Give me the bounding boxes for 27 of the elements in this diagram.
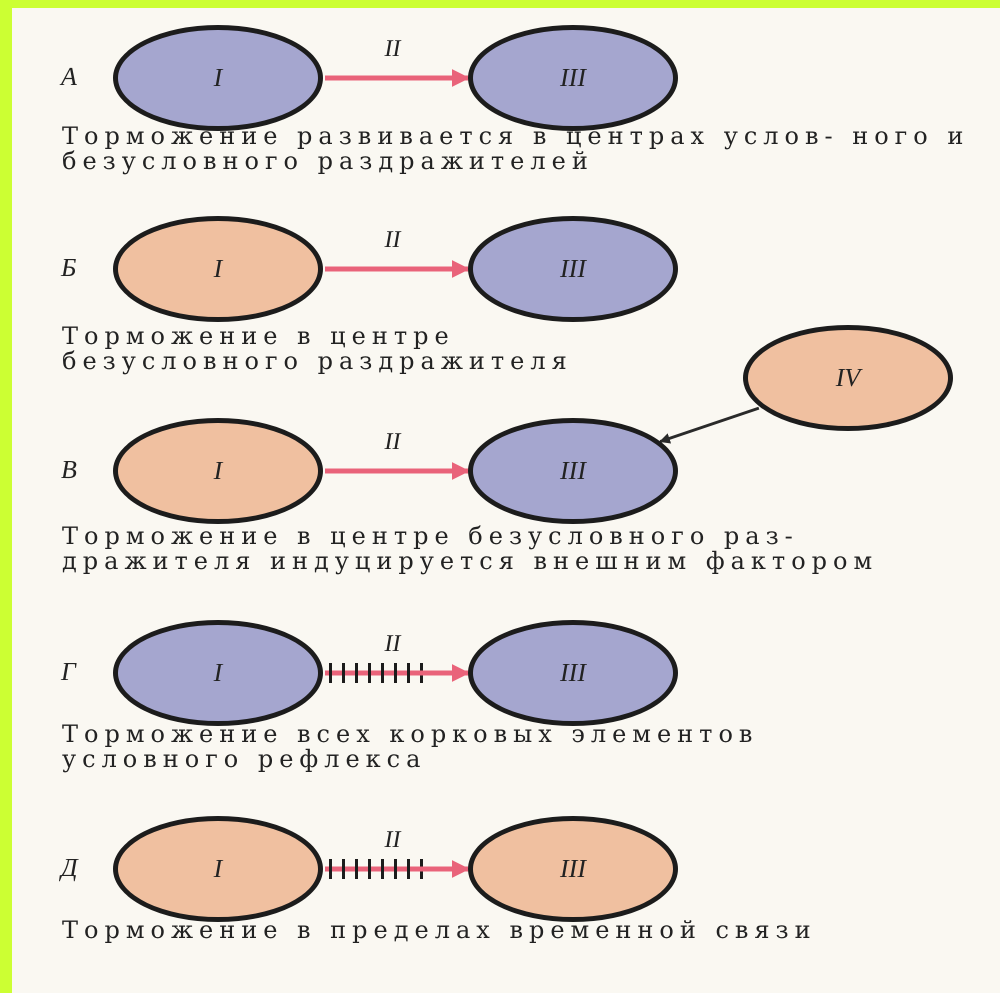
arrow bbox=[325, 69, 470, 87]
node-label: I bbox=[214, 456, 222, 486]
node-label: III bbox=[560, 456, 586, 486]
node-label: I bbox=[214, 658, 222, 688]
row-letter: В bbox=[61, 455, 77, 485]
row-letter: А bbox=[61, 62, 77, 92]
caption-text: Торможение всех корковых элементов условного рефлекса bbox=[62, 722, 760, 772]
node-label: I bbox=[214, 63, 222, 93]
row-letter: Г bbox=[61, 657, 76, 687]
arrow bbox=[325, 462, 470, 480]
caption-text: Торможение в пределах временной связи bbox=[62, 918, 818, 943]
arrow bbox=[325, 859, 470, 879]
caption-text: Торможение в центре безусловного раз- дражителя индуцируется внешним фактором bbox=[62, 524, 880, 574]
arrow bbox=[325, 260, 470, 278]
row-letter: Д bbox=[61, 853, 78, 883]
arrow bbox=[325, 663, 470, 683]
node-label: III bbox=[560, 854, 586, 884]
arrow bbox=[659, 406, 760, 444]
caption-text: Торможение развивается в центрах услов- ного и безусловного раздражителей bbox=[62, 124, 970, 174]
node-label: I bbox=[214, 854, 222, 884]
node-label: III bbox=[560, 658, 586, 688]
node-label: IV bbox=[836, 363, 860, 393]
row-letter: Б bbox=[61, 253, 76, 283]
node-label: III bbox=[560, 254, 586, 284]
node-label: III bbox=[560, 63, 586, 93]
caption-text: Торможение в центре безусловного раздражителя bbox=[62, 324, 574, 374]
node-label: I bbox=[214, 254, 222, 284]
